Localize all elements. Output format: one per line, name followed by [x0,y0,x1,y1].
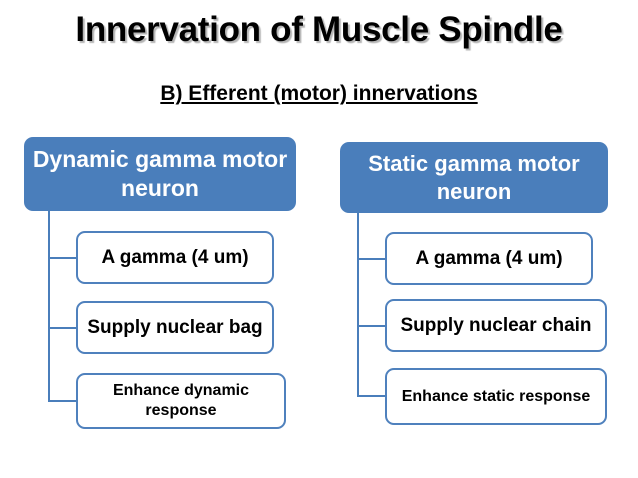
connector-branch-left-1 [48,327,78,329]
connector-branch-left-0 [48,257,78,259]
header-box-dynamic-gamma-motor-neuron[interactable]: Dynamic gamma motor neuron [24,137,296,211]
leaf-box-right-supply-nuclear-chain[interactable]: Supply nuclear chain [385,299,607,352]
section-subtitle-text: B) Efferent (motor) innervations [160,82,478,105]
section-subtitle: B) Efferent (motor) innervations [0,80,638,108]
leaf-box-right-enhance-static-response[interactable]: Enhance static response [385,368,607,425]
connector-branch-right-1 [357,325,387,327]
header-box-static-gamma-motor-neuron[interactable]: Static gamma motor neuron [340,142,608,213]
connector-trunk-left [48,211,50,402]
leaf-box-left-supply-nuclear-bag[interactable]: Supply nuclear bag [76,301,274,354]
connector-trunk-right [357,213,359,397]
connector-branch-right-2 [357,395,387,397]
connector-branch-right-0 [357,258,387,260]
page-title: Innervation of Muscle Spindle [75,10,563,49]
leaf-box-left-enhance-dynamic-response[interactable]: Enhance dynamic response [76,373,286,429]
connector-branch-left-2 [48,400,78,402]
leaf-box-right-a-gamma[interactable]: A gamma (4 um) [385,232,593,285]
leaf-box-left-a-gamma[interactable]: A gamma (4 um) [76,231,274,284]
